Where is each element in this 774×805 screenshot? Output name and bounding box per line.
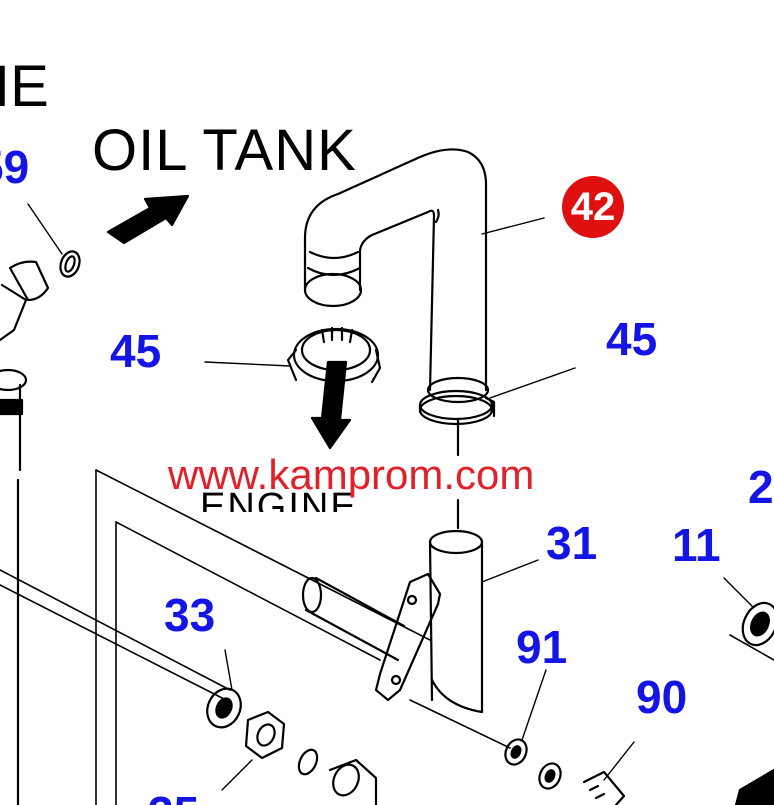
bolt-90 <box>582 770 626 805</box>
leader-lines <box>27 203 753 791</box>
watermark: www.kamprom.com <box>168 451 535 498</box>
callout-31: 31 <box>546 517 598 569</box>
frame-outline <box>0 469 774 805</box>
callout-45-right: 45 <box>606 313 658 365</box>
engine-label: ENGINE <box>200 488 358 512</box>
elbow-hose-42 <box>303 148 490 404</box>
washer-91 <box>504 738 562 790</box>
callout-59: 59 <box>0 141 30 193</box>
connector-fitting <box>328 758 378 805</box>
callout-35: 35 <box>148 790 199 805</box>
lower-right-part <box>734 768 774 805</box>
tube-31 <box>301 529 484 714</box>
fitting-11 <box>741 601 774 647</box>
washer-33 <box>206 687 242 729</box>
top-left-text-fragment: IE <box>0 54 49 119</box>
o-ring-59 <box>59 250 81 278</box>
left-hose-fitting <box>0 260 50 805</box>
callout-42-highlighted: 42 <box>562 176 624 238</box>
callout-2: 2 <box>748 461 774 513</box>
oil-tank-arrow <box>106 194 190 245</box>
callout-33: 33 <box>164 589 216 641</box>
hose-clamp-left-45 <box>286 326 382 384</box>
callout-45-left: 45 <box>110 325 162 377</box>
oil-tank-label: OIL TANK <box>92 118 357 183</box>
hose-clamp-right-45 <box>418 389 496 426</box>
nut-35 <box>244 710 286 760</box>
callout-90: 90 <box>636 671 688 723</box>
engine-arrow <box>310 360 352 450</box>
o-ring-small <box>297 748 319 776</box>
callout-91: 91 <box>516 621 568 673</box>
callout-11: 11 <box>672 519 721 571</box>
